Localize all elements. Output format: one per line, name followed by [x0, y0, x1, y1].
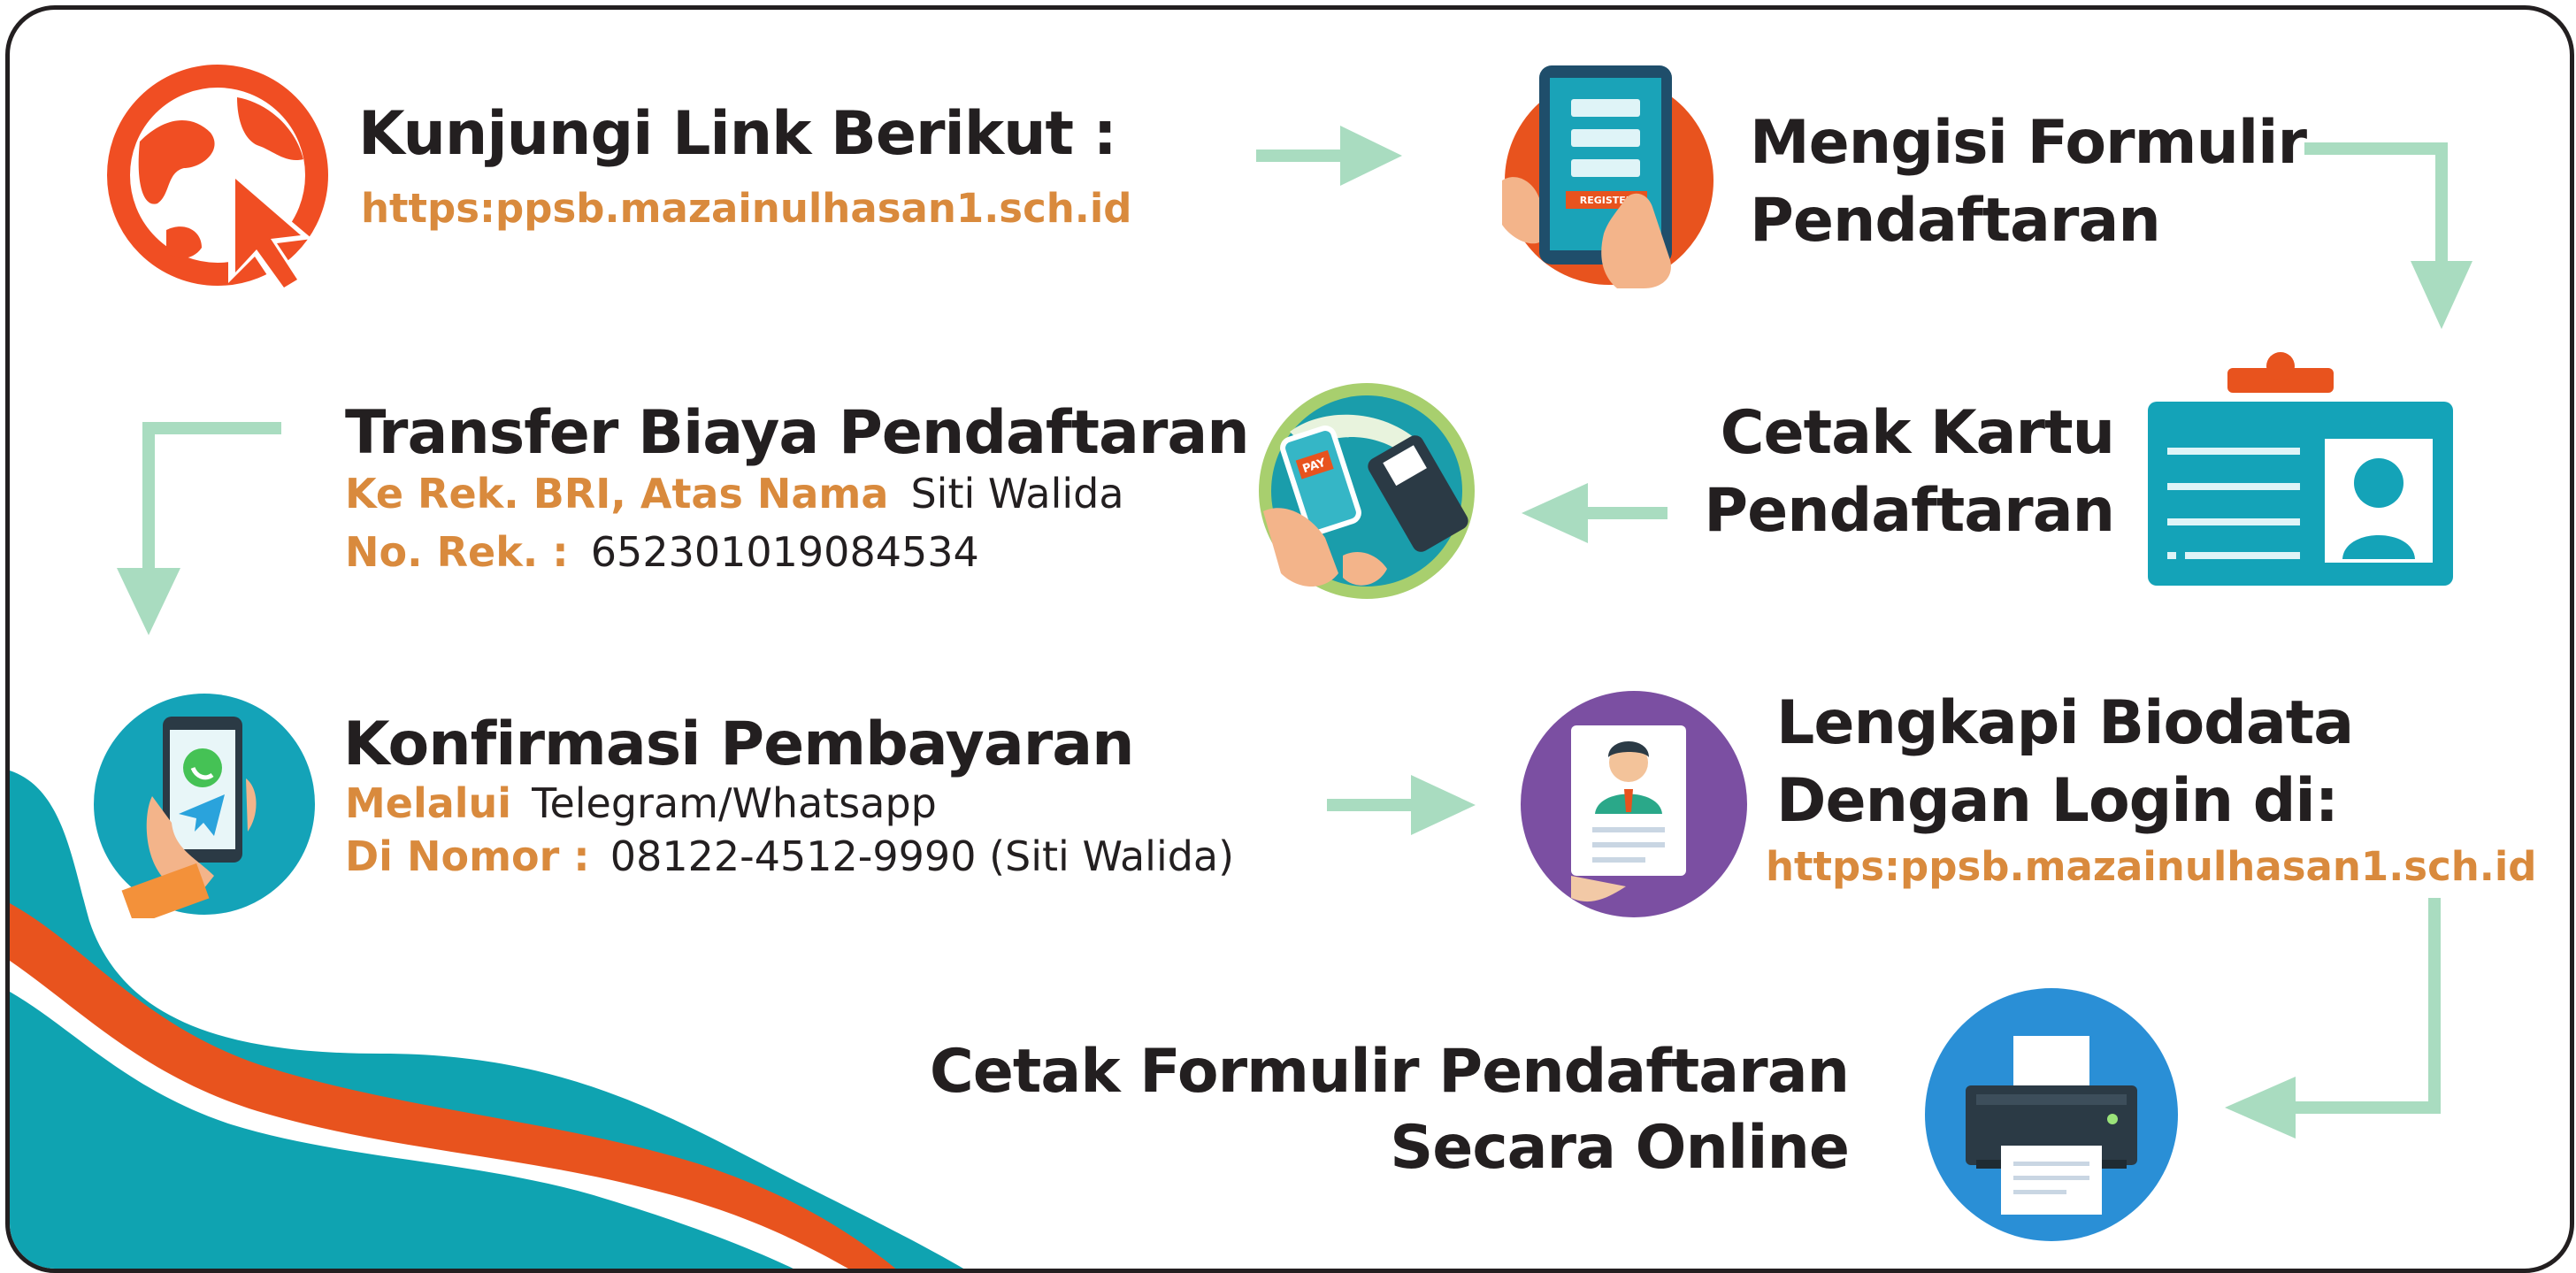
arrow-step2-to-step3 [2304, 142, 2448, 265]
arrowhead-1 [1340, 126, 1402, 186]
infographic-frame [5, 5, 2574, 1273]
arrow-step4-to-step5 [142, 422, 281, 575]
id-card-icon [2148, 352, 2453, 586]
step6-heading-line2: Dengan Login di: [1776, 766, 2339, 836]
arrow-step6-to-step7 [2291, 898, 2441, 1114]
step2-heading-line2: Pendaftaran [1750, 186, 2161, 256]
step4-line1-label: Ke Rek. BRI, Atas Nama [345, 470, 889, 518]
phone-messaging-icon [94, 694, 315, 918]
step4-line2-label: No. Rek. : [345, 528, 569, 576]
biodata-profile-icon [1521, 691, 1747, 917]
step4-line1-value: Siti Walida [910, 470, 1124, 518]
step5-line1-value: Telegram/Whatsapp [532, 779, 937, 827]
arrowhead-4 [117, 568, 180, 635]
step2-heading-line1: Mengisi Formulir [1750, 108, 2307, 178]
step5-line2-label: Di Nomor : [345, 832, 590, 880]
step4-heading: Transfer Biaya Pendaftaran [345, 398, 1250, 468]
arrowhead-6 [2225, 1077, 2296, 1139]
step5-line1: Melalui Telegram/Whatsapp [345, 782, 937, 824]
step5-line2: Di Nomor : 08122-4512-9990 (Siti Walida) [345, 835, 1234, 878]
step1-heading: Kunjungi Link Berikut : [358, 99, 1117, 169]
step7-heading-line2: Secara Online [1390, 1113, 1850, 1183]
printer-icon [1925, 988, 2178, 1241]
web-click-icon [107, 65, 328, 296]
arrowhead-2 [2411, 261, 2472, 329]
mobile-payment-icon: PAY [1259, 383, 1475, 599]
step3-heading-line2: Pendaftaran [1704, 476, 2115, 546]
step3-heading-line1: Cetak Kartu [1720, 398, 2115, 468]
step7-heading-line1: Cetak Formulir Pendaftaran [929, 1037, 1850, 1107]
decorative-waves [10, 771, 964, 1269]
step4-line2: No. Rek. : 652301019084534 [345, 531, 979, 573]
step6-link[interactable]: https:ppsb.mazainulhasan1.sch.id [1766, 843, 2537, 890]
tablet-form-icon: REGISTER [1502, 65, 1714, 288]
wave-orange-stripe [10, 903, 896, 1269]
step4-line2-value: 652301019084534 [590, 528, 979, 576]
step5-line1-label: Melalui [345, 779, 512, 827]
arrowhead-3 [1522, 483, 1588, 543]
step6-heading-line1: Lengkapi Biodata [1776, 688, 2354, 758]
step5-heading: Konfirmasi Pembayaran [343, 709, 1135, 779]
step5-line2-value: 08122-4512-9990 (Siti Walida) [610, 832, 1235, 880]
arrowhead-5 [1411, 775, 1476, 835]
step1-link[interactable]: https:ppsb.mazainulhasan1.sch.id [361, 185, 1132, 232]
svg-text:REGISTER: REGISTER [1580, 195, 1634, 206]
step4-line1: Ke Rek. BRI, Atas Nama Siti Walida [345, 472, 1124, 515]
wave-teal [10, 771, 964, 1269]
